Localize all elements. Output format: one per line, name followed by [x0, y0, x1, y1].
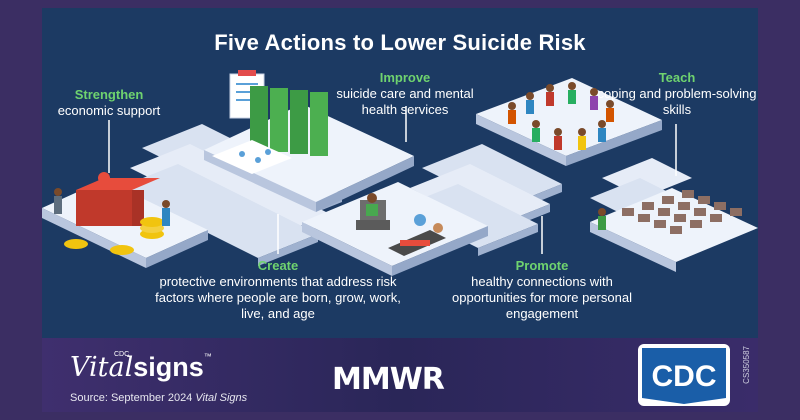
- action-description: protective environments that address ris…: [155, 274, 401, 321]
- action-description: suicide care and mental health services: [336, 86, 474, 117]
- action-heading: Create: [257, 258, 299, 273]
- platform-teach: [476, 78, 662, 166]
- infographic: Five Actions to Lower Suicide Risk Stren…: [42, 8, 758, 412]
- footer-bar: CDC Vitalsigns™ Source: September 2024 V…: [42, 338, 758, 412]
- signs-word: signs: [133, 352, 204, 382]
- action-create: Create protective environments that addr…: [146, 258, 410, 322]
- vital-signs-logo: CDC Vitalsigns™: [70, 351, 212, 383]
- illustration-scene: [42, 8, 758, 338]
- page-title: Five Actions to Lower Suicide Risk: [214, 30, 586, 55]
- document-code: CS350587: [742, 346, 751, 384]
- action-heading: Strengthen: [74, 87, 144, 102]
- vital-word: Vital: [70, 352, 134, 383]
- trademark: ™: [203, 352, 212, 361]
- platform-promote: [590, 188, 758, 272]
- action-heading: Teach: [658, 70, 696, 85]
- source-line: Source: September 2024 Vital Signs: [70, 392, 247, 404]
- action-improve: Improve suicide care and mental health s…: [320, 70, 490, 118]
- leader-lines: [108, 106, 677, 254]
- mmwr-logo: MMWR: [332, 362, 445, 397]
- platform-create: [302, 182, 488, 276]
- action-promote: Promote healthy connections with opportu…: [444, 258, 640, 322]
- action-heading: Improve: [379, 70, 431, 85]
- cdc-logo-text: CDC: [652, 360, 717, 393]
- platform-strengthen: [42, 172, 208, 268]
- platform-improve: [204, 70, 414, 212]
- source-prefix: Source: September 2024: [70, 392, 196, 404]
- vital-signs-cdc: CDC: [114, 351, 130, 358]
- cdc-logo: CDC: [638, 344, 730, 406]
- action-description: healthy connections with opportunities f…: [452, 274, 632, 321]
- action-description: coping and problem-solving skills: [597, 86, 757, 117]
- action-teach: Teach coping and problem-solving skills: [597, 70, 757, 118]
- action-strengthen: Strengthen economic support: [48, 87, 170, 119]
- action-heading: Promote: [515, 258, 569, 273]
- source-italic: Vital Signs: [195, 392, 248, 404]
- action-description: economic support: [57, 103, 161, 118]
